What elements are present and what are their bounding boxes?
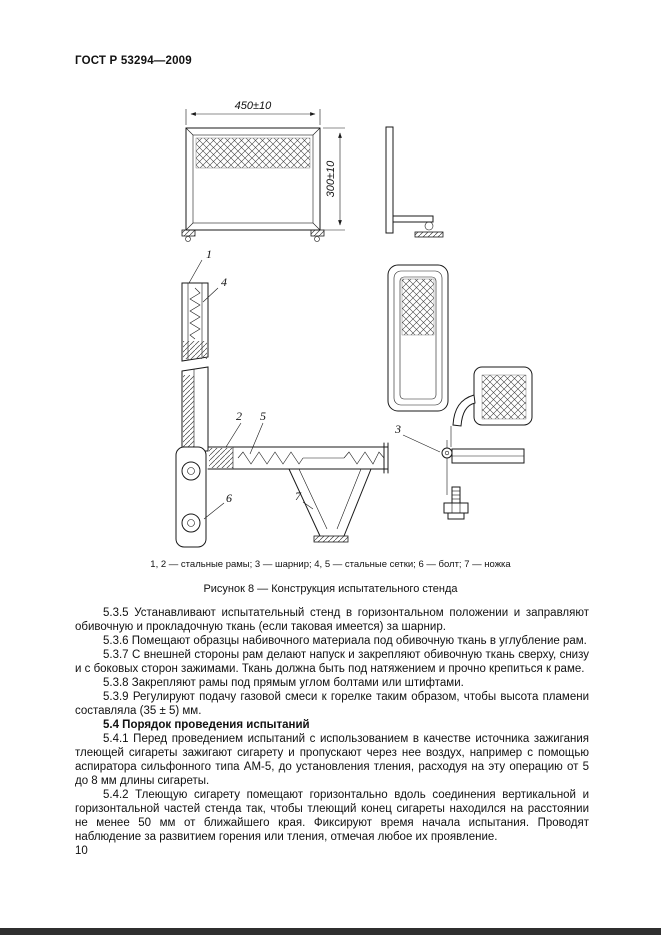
callout-5-label: 5: [260, 409, 266, 423]
callout-2: 2: [225, 409, 242, 448]
section-frame-2-5: [207, 442, 389, 474]
frame-side-view: [385, 126, 444, 238]
para-5-3-7: 5.3.7 С внешней стороны рам делают напус…: [75, 649, 589, 675]
frame-corner-mesh: [450, 366, 533, 447]
callout-7: 7: [295, 489, 314, 510]
callout-1-label: 1: [206, 247, 212, 261]
figure-caption: Рисунок 8 — Конструкция испытательного с…: [203, 583, 458, 595]
section-frame-1-4: [181, 282, 209, 452]
document-header: ГОСТ Р 53294—2009: [75, 55, 192, 67]
callout-1: 1: [188, 247, 212, 284]
bolt-plate-6: [175, 446, 207, 548]
para-5-3-6: 5.3.6 Помещают образцы набивочного матер…: [103, 635, 587, 647]
callout-3: 3: [394, 422, 441, 453]
hinged-frame-right: [387, 264, 449, 412]
page-number: 10: [75, 845, 88, 857]
dim-height-label: 300±10: [325, 160, 337, 198]
test-stand-diagram: 450±10 300±10: [175, 100, 533, 548]
leg-7: [288, 468, 372, 543]
para-5-4-1: 5.4.1 Перед проведением испытаний с испо…: [75, 733, 589, 787]
frame-front-view: [181, 127, 325, 242]
para-5-4-2: 5.4.2 Тлеющую сигарету помещают горизонт…: [75, 789, 589, 843]
scan-edge-strip: [0, 928, 661, 935]
callout-4: 4: [202, 275, 227, 303]
figure-8-drawing: 450±10 300±10: [0, 95, 661, 565]
callout-6: 6: [203, 491, 232, 520]
callout-7-label: 7: [295, 489, 302, 503]
para-5-3-5: 5.3.5 Устанавливают испытательный стенд …: [75, 607, 589, 633]
callout-4-label: 4: [221, 275, 227, 289]
para-5-3-9: 5.3.9 Регулируют подачу газовой смеси к …: [75, 691, 589, 717]
dimension-height: 300±10: [323, 127, 345, 231]
para-5-3-8: 5.3.8 Закрепляют рамы под прямым углом б…: [103, 677, 464, 689]
body-text: 5.3.5 Устанавливают испытательный стенд …: [75, 606, 589, 844]
hinge-3-assembly: [441, 440, 525, 520]
heading-5-4: 5.4 Порядок проведения испытаний: [103, 719, 310, 731]
callout-5: 5: [249, 409, 266, 455]
callout-3-label: 3: [394, 422, 401, 436]
callout-2-label: 2: [236, 409, 242, 423]
dim-width-label: 450±10: [235, 100, 273, 112]
dimension-width: 450±10: [185, 100, 321, 125]
callout-6-label: 6: [226, 491, 232, 505]
figure-legend: 1, 2 — стальные рамы; 3 — шарнир; 4, 5 —…: [150, 559, 511, 570]
